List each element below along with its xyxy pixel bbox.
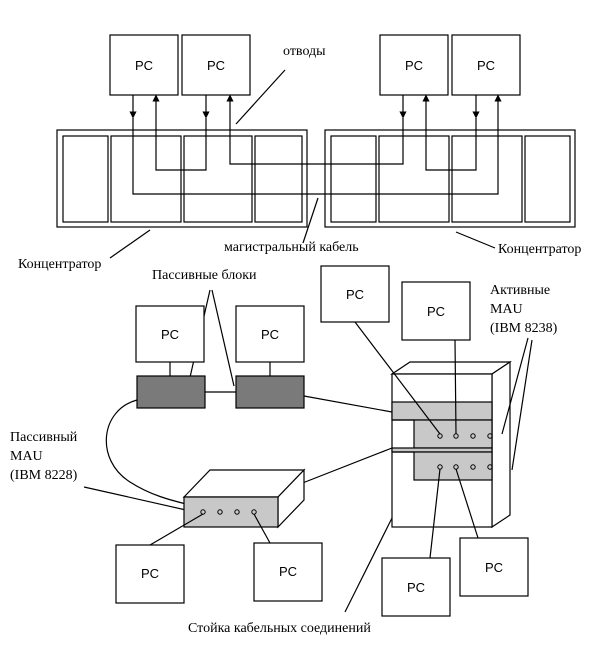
pc-rack-3: PC bbox=[381, 557, 451, 617]
tap-arrows bbox=[129, 94, 502, 119]
label-taps: отводы bbox=[283, 44, 326, 59]
ring-wiring bbox=[132, 118, 499, 195]
label-active-mau-3: (IBM 8238) bbox=[490, 321, 558, 336]
active-mau-leader-2 bbox=[511, 339, 533, 471]
pc-top-1: PC bbox=[109, 34, 179, 96]
pc-label: PC bbox=[477, 58, 495, 73]
pc-bottom-1: PC bbox=[115, 544, 185, 604]
pc-label: PC bbox=[261, 327, 279, 342]
pc-rack-1: PC bbox=[320, 265, 390, 323]
pc-rack-3-cable bbox=[429, 468, 441, 559]
active-mau-leader-1 bbox=[501, 337, 529, 435]
loop-cable-left bbox=[105, 399, 191, 506]
pc-label: PC bbox=[141, 566, 159, 581]
pc-label: PC bbox=[279, 564, 297, 579]
hub-right bbox=[324, 129, 576, 228]
label-passive-mau-1: Пассивный bbox=[10, 430, 78, 445]
link-to-rack bbox=[303, 395, 393, 413]
pc-passive-1: PC bbox=[135, 305, 205, 376]
pc-rack-1-cable bbox=[354, 321, 441, 435]
pc-passive-2: PC bbox=[235, 305, 305, 376]
passive-mau-leader bbox=[83, 486, 187, 511]
pc-label: PC bbox=[207, 58, 225, 73]
label-passive-mau-3: (IBM 8228) bbox=[10, 468, 78, 483]
label-trunk-cable: магистральный кабель bbox=[224, 240, 359, 255]
pc-top-2: PC bbox=[181, 34, 251, 96]
pc-top-4: PC bbox=[451, 34, 521, 96]
pc-rack-4: PC bbox=[459, 537, 529, 597]
trunk-leader bbox=[302, 197, 319, 244]
passive-block-2 bbox=[235, 375, 305, 409]
pc-label: PC bbox=[346, 287, 364, 302]
hub-left-leader bbox=[109, 229, 151, 259]
hub-left bbox=[56, 129, 308, 228]
pc-bottom-2-cable bbox=[253, 513, 271, 544]
taps-leader bbox=[235, 69, 286, 125]
pc-bottom-1-cable bbox=[149, 513, 204, 546]
link-mau-rack bbox=[299, 447, 393, 485]
pc-label: PC bbox=[161, 327, 179, 342]
pc-label: PC bbox=[135, 58, 153, 73]
pc-label: PC bbox=[427, 304, 445, 319]
label-passive-blocks: Пассивные блоки bbox=[152, 268, 257, 283]
passive-mau bbox=[182, 468, 306, 529]
label-hub-left: Концентратор bbox=[18, 257, 101, 272]
pc-top-3: PC bbox=[379, 34, 449, 96]
pc-rack-2-cable bbox=[454, 339, 457, 435]
label-active-mau-1: Активные bbox=[490, 283, 550, 298]
pc-label: PC bbox=[407, 580, 425, 595]
passive-block-1 bbox=[136, 375, 206, 409]
pc-bottom-2: PC bbox=[253, 542, 323, 602]
label-active-mau-2: MAU bbox=[490, 302, 523, 317]
hub-right-leader bbox=[455, 231, 496, 249]
pc-rack-4-cable bbox=[455, 468, 479, 539]
label-cable-rack: Стойка кабельных соединений bbox=[188, 621, 371, 636]
pc-rack-2: PC bbox=[401, 281, 471, 341]
pc-label: PC bbox=[485, 560, 503, 575]
label-hub-right: Концентратор bbox=[498, 242, 581, 257]
label-passive-mau-2: MAU bbox=[10, 449, 43, 464]
pc-label: PC bbox=[405, 58, 423, 73]
cable-rack bbox=[390, 360, 512, 529]
passive-leader-2 bbox=[211, 289, 235, 387]
rack-leader bbox=[344, 517, 393, 613]
